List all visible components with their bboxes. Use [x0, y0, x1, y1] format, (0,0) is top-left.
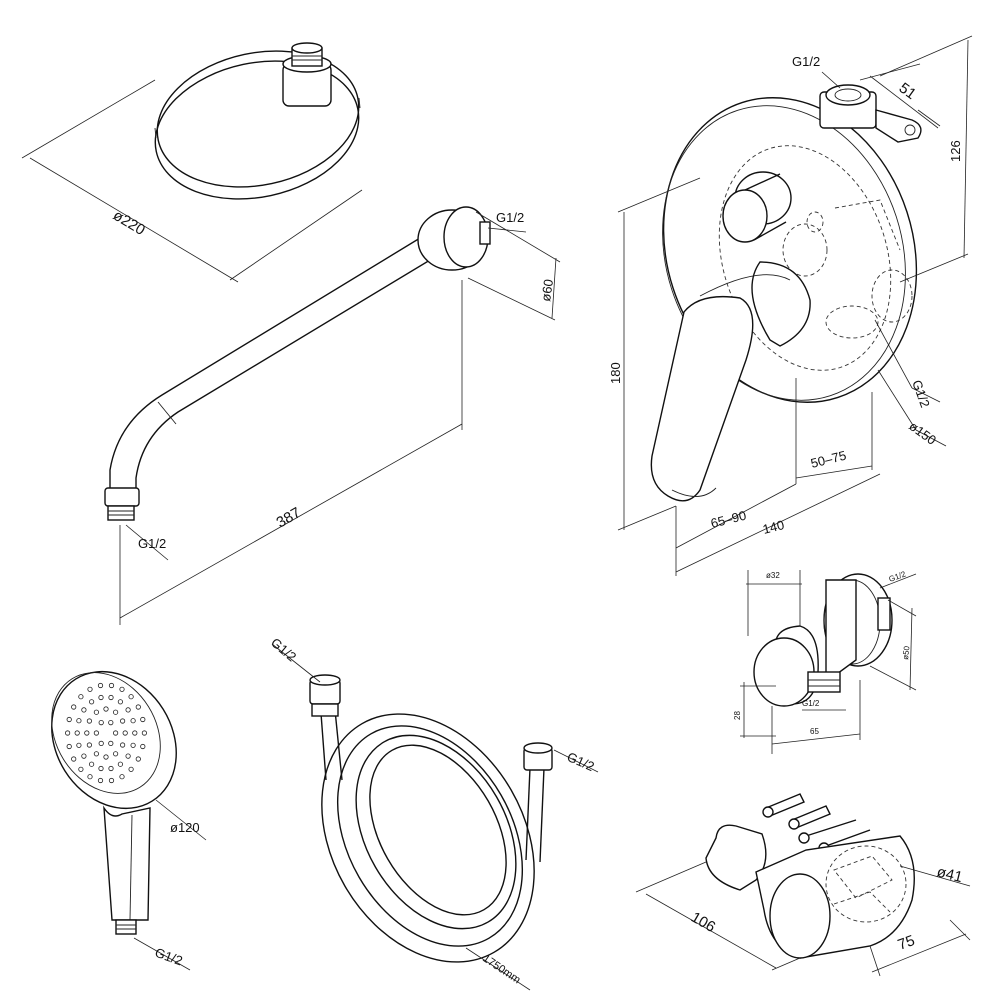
nozzle-dot: [78, 766, 84, 772]
nozzle-dot: [128, 766, 134, 772]
outlet-thread-bottom: G1/2: [802, 699, 820, 708]
nozzle-dot: [89, 699, 95, 705]
nozzle-dot: [113, 751, 119, 757]
nozzle-dot: [108, 694, 114, 701]
arm-thread-top: G1/2: [496, 210, 524, 225]
nozzle-dot: [98, 765, 104, 772]
hose-thread-right: G1/2: [565, 749, 597, 774]
nozzle-dot: [103, 754, 109, 760]
hose-length: 1750mm: [480, 953, 522, 987]
nozzle-dot: [87, 774, 93, 780]
nozzle-dot: [108, 719, 114, 726]
mixer-plate-dia: ø150: [906, 418, 939, 448]
nozzle-dot: [93, 709, 100, 715]
concealed-mixer: G1/2 51 126 180 G1/2 ø150 50–75 65–90 14…: [608, 35, 973, 576]
nozzle-dot: [135, 704, 141, 710]
nozzle-dot: [108, 740, 114, 747]
mixer-depth-range: 50–75: [809, 448, 848, 471]
rain-shower-head: ø220: [21, 42, 363, 283]
nozzle-dot: [130, 742, 136, 748]
nozzle-dot: [140, 716, 146, 723]
nozzle-dot: [98, 719, 104, 726]
nozzle-dot: [132, 730, 138, 736]
nozzle-dot: [84, 730, 90, 736]
nozzle-dot: [128, 694, 134, 700]
shower-arm: G1/2 ø60 387 G1/2: [104, 206, 561, 625]
arm-thread-bottom: G1/2: [138, 536, 166, 551]
mixer-bracket-height: 126: [948, 140, 963, 162]
nozzle-dot: [103, 706, 109, 712]
wall-outlet: ø32 G1/2 ø50 28 G1/2 65: [733, 569, 917, 754]
nozzle-dot: [66, 743, 72, 750]
nozzle-dot: [78, 694, 84, 700]
nozzle-dot: [119, 686, 125, 692]
arm-flange-dia: ø60: [538, 278, 556, 302]
outlet-dia-plate: ø50: [901, 645, 911, 660]
nozzle-dot: [108, 682, 115, 689]
nozzle-dot: [66, 716, 72, 723]
nozzle-grid: [65, 682, 147, 784]
nozzle-dot: [71, 756, 77, 762]
nozzle-dot: [81, 753, 87, 759]
nozzle-dot: [117, 699, 124, 705]
nozzle-dot: [65, 730, 71, 736]
mixer-thread-side: G1/2: [909, 378, 933, 410]
nozzle-dot: [113, 709, 119, 715]
nozzle-dot: [97, 682, 104, 689]
outlet-height: 28: [733, 711, 742, 720]
nozzle-dot: [98, 694, 104, 701]
outlet-dia-small: ø32: [766, 571, 780, 580]
nozzle-dot: [93, 730, 100, 736]
nozzle-dot: [74, 730, 80, 736]
outlet-depth: 65: [810, 727, 819, 736]
nozzle-dot: [108, 765, 114, 772]
nozzle-dot: [140, 743, 146, 750]
nozzle-dot: [86, 718, 93, 724]
nozzle-dot: [108, 777, 115, 784]
rain-shower-dia: ø220: [110, 207, 148, 239]
mixer-total-depth: 140: [761, 517, 786, 537]
holder-width: 75: [896, 932, 917, 954]
arm-length: 387: [274, 504, 304, 531]
shower-holder: ø41 106 75: [635, 793, 971, 977]
holder-length: 106: [688, 909, 718, 936]
holder-dia: ø41: [935, 863, 964, 886]
mixer-thread-top: G1/2: [792, 54, 820, 69]
nozzle-dot: [71, 704, 77, 710]
nozzle-dot: [130, 718, 136, 724]
hand-shower-thread: G1/2: [153, 945, 185, 969]
nozzle-dot: [76, 718, 82, 724]
nozzle-dot: [120, 742, 126, 748]
nozzle-dot: [93, 751, 100, 757]
mixer-bracket-width: 51: [896, 79, 919, 103]
nozzle-dot: [125, 707, 131, 713]
hand-shower: ø120 G1/2: [51, 670, 207, 971]
nozzle-dot: [89, 761, 95, 767]
shower-hose: G1/2 G1/2 1750mm: [268, 635, 599, 991]
screws: [762, 793, 871, 854]
nozzle-dot: [98, 740, 104, 747]
nozzle-dot: [125, 753, 131, 759]
outlet-thread-top: G1/2: [888, 569, 908, 584]
mixer-height: 180: [608, 362, 623, 384]
nozzle-dot: [120, 718, 126, 724]
nozzle-dot: [86, 742, 93, 748]
nozzle-dot: [141, 730, 147, 736]
hand-shower-dia: ø120: [170, 820, 200, 835]
mixer-handle-range: 65–90: [709, 508, 748, 531]
nozzle-dot: [76, 742, 82, 748]
nozzle-dot: [113, 730, 119, 736]
nozzle-dot: [135, 756, 141, 762]
nozzle-dot: [117, 761, 124, 767]
nozzle-dot: [81, 707, 87, 713]
nozzle-dot: [122, 730, 128, 736]
nozzle-dot: [97, 777, 104, 784]
nozzle-dot: [119, 774, 125, 780]
hose-thread-left: G1/2: [268, 635, 299, 665]
nozzle-dot: [87, 686, 93, 692]
